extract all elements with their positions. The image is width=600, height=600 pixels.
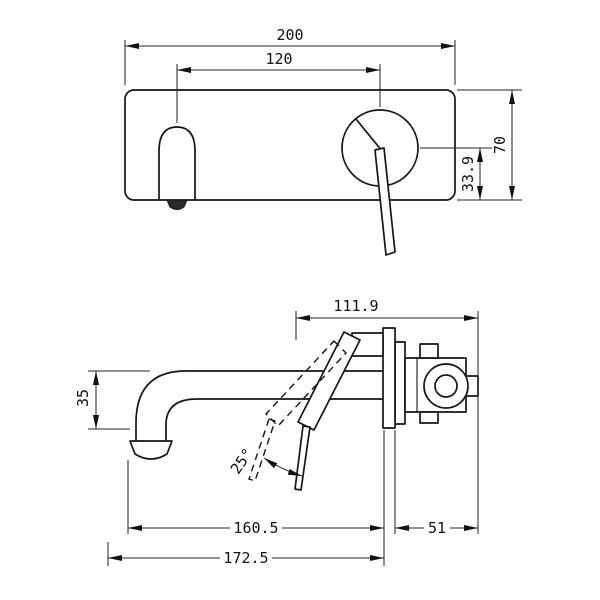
dim-label-160-5: 160.5 (233, 519, 278, 537)
spout-inner-edge (165, 398, 384, 442)
spout-aerator-side (129, 440, 173, 460)
valve-bottom-tab (419, 411, 439, 424)
dim-valve-depth-51: 51 (394, 430, 478, 537)
dim-label-172-5: 172.5 (223, 549, 268, 567)
spout-aerator-front (166, 199, 188, 210)
side-view: 25° 111.9 35 160.5 51 (74, 297, 479, 567)
dim-label-33-9: 33.9 (459, 156, 477, 192)
dim-label-111-9: 111.9 (333, 297, 378, 315)
handle-lever-solid (297, 331, 361, 431)
valve-cartridge-circle (423, 363, 469, 409)
dim-spout-to-handle: 120 (176, 50, 381, 123)
dim-depth-111-9: 111.9 (295, 297, 479, 534)
angle-arc (263, 457, 303, 477)
dim-overall-projection-172-5: 172.5 (107, 542, 384, 567)
dim-label-51: 51 (428, 519, 446, 537)
valve-flange (394, 341, 406, 425)
handle-lever-front (374, 147, 396, 256)
dim-label-120: 120 (265, 50, 292, 68)
handle-stem-line (355, 118, 383, 152)
dim-overall-width: 200 (124, 26, 456, 85)
handle-lever-tip-dashed (248, 418, 276, 482)
label-backing (220, 549, 272, 566)
front-view: 200 120 33.9 70 (124, 26, 522, 256)
wall-plate-side (382, 327, 396, 429)
spout-outer-edge (135, 370, 384, 442)
dim-spout-reach-160-5: 160.5 (127, 430, 385, 566)
dim-label-200: 200 (276, 26, 303, 44)
valve-cartridge-inner-circle (434, 374, 458, 398)
spout-front (158, 126, 196, 200)
dim-label-25deg: 25° (227, 445, 257, 478)
dim-handle-angle: 25° (227, 445, 303, 478)
valve-top-tab (419, 343, 439, 359)
dim-spout-drop-35: 35 (74, 370, 150, 430)
label-backing (424, 519, 450, 536)
dim-right-verticals: 33.9 70 (420, 89, 522, 201)
dim-label-70: 70 (491, 136, 509, 154)
label-backing (230, 519, 282, 536)
dim-label-35: 35 (74, 389, 92, 407)
handle-lever-tip-solid (294, 425, 311, 491)
